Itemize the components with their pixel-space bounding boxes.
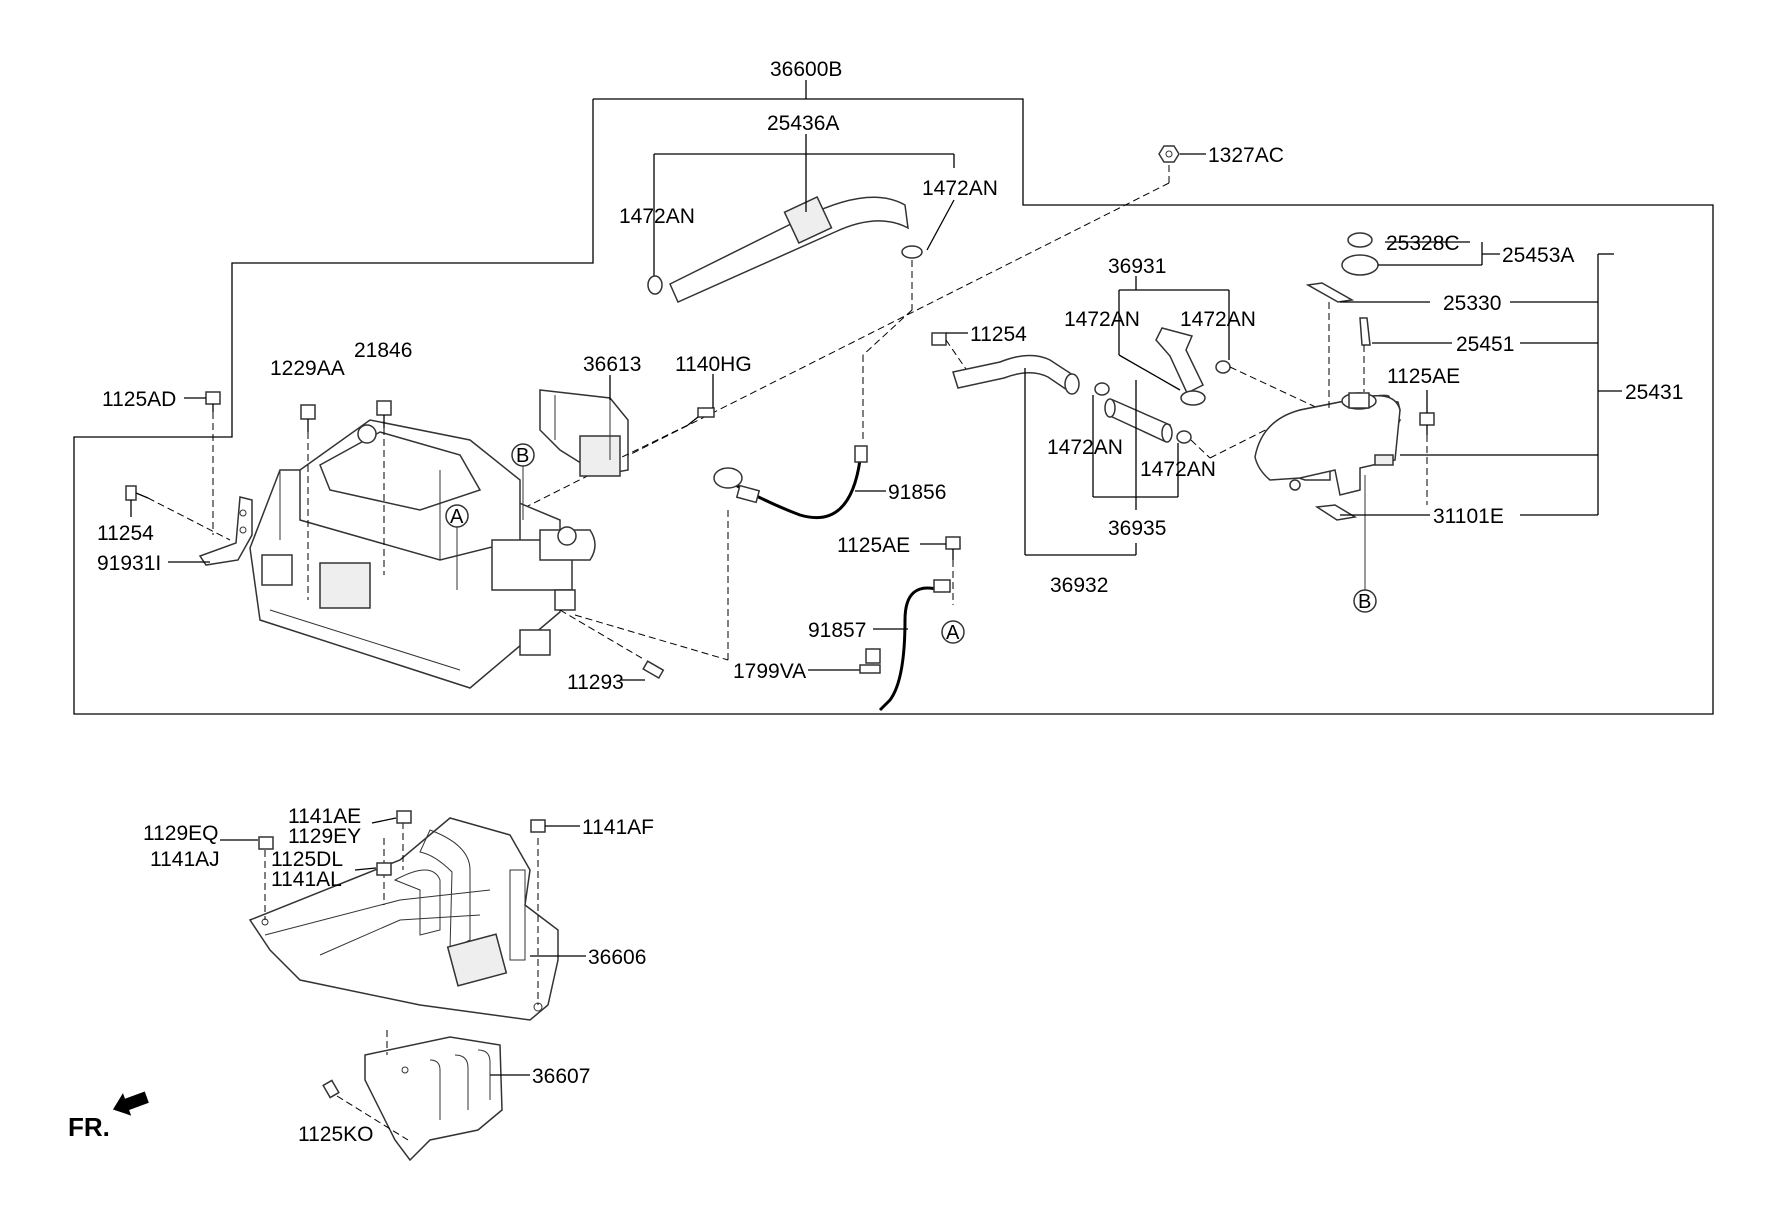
label-25330[interactable]: 25330 (1443, 292, 1501, 315)
bolt-icon (376, 862, 392, 876)
label-1141aj[interactable]: 1141AJ (150, 848, 220, 871)
label-1129eq[interactable]: 1129EQ (143, 822, 219, 845)
label-36932[interactable]: 36932 (1050, 574, 1108, 597)
label-1141ae[interactable]: 1141AE (288, 805, 361, 828)
clamp-icon (647, 245, 923, 295)
label-11293[interactable]: 11293 (567, 671, 624, 694)
label-1125ko[interactable]: 1125KO (298, 1123, 374, 1146)
bolt-icon (125, 485, 149, 501)
label-1327ac[interactable]: 1327AC (1208, 144, 1284, 167)
label-1125ad[interactable]: 1125AD (102, 388, 176, 411)
label-36600b[interactable]: 36600B (770, 58, 842, 81)
label-25436a[interactable]: 25436A (767, 112, 839, 135)
clip-icon (859, 664, 881, 674)
label-1472an-upper-left[interactable]: 1472AN (619, 205, 695, 228)
callout-a-unit: A (450, 506, 464, 528)
label-1229aa[interactable]: 1229AA (270, 357, 345, 380)
bracket-31101e[interactable] (1314, 504, 1358, 521)
cable-91857[interactable] (865, 579, 951, 712)
bolt-icon (205, 391, 221, 412)
label-1125dl[interactable]: 1125DL (271, 848, 343, 871)
label-1129ey[interactable]: 1129EY (288, 825, 361, 848)
cap-25453a[interactable] (1341, 254, 1379, 276)
assembly-boundary (73, 98, 1714, 715)
label-1140hg[interactable]: 1140HG (675, 353, 752, 376)
label-31101e[interactable]: 31101E (1433, 505, 1504, 528)
label-25453a[interactable]: 25453A (1502, 244, 1574, 267)
label-91931i[interactable]: 91931I (97, 552, 161, 575)
label-1799va[interactable]: 1799VA (733, 660, 806, 683)
callout-b-reservoir: B (1358, 591, 1371, 613)
bolt-icon (931, 332, 947, 346)
label-25328c[interactable]: 25328C (1386, 232, 1460, 255)
bolt-icon (396, 810, 412, 824)
label-11254-left[interactable]: 11254 (97, 522, 154, 545)
label-36931[interactable]: 36931 (1108, 255, 1166, 278)
bracket-36613[interactable] (539, 389, 629, 477)
callout-b-unit: B (516, 445, 529, 467)
hose-25436a[interactable] (669, 195, 909, 303)
label-1141al[interactable]: 1141AL (271, 868, 342, 891)
bolt-icon (1419, 412, 1435, 435)
bolt-icon (687, 407, 715, 426)
label-front: FR. (68, 1112, 110, 1142)
nut-icon (1158, 145, 1180, 163)
bracket-91931i[interactable] (198, 496, 253, 566)
bolt-icon (376, 400, 392, 428)
label-91857[interactable]: 91857 (808, 619, 866, 642)
label-25431[interactable]: 25431 (1625, 381, 1683, 404)
reservoir-25431[interactable] (1254, 392, 1402, 496)
bracket-36607[interactable] (364, 1036, 503, 1162)
label-36935[interactable]: 36935 (1108, 517, 1166, 540)
cap-25328c[interactable] (1347, 232, 1373, 248)
label-1472an-a[interactable]: 1472AN (1064, 308, 1140, 331)
cable-91856[interactable] (713, 445, 868, 520)
label-91856[interactable]: 91856 (888, 481, 946, 504)
hose-36932[interactable] (952, 354, 1080, 395)
label-36613[interactable]: 36613 (583, 353, 641, 376)
label-1141af[interactable]: 1141AF (582, 816, 654, 839)
bolt-icon (300, 404, 316, 432)
inverter-unit[interactable] (249, 419, 596, 689)
label-1125ae-right[interactable]: 1125AE (1387, 365, 1460, 388)
bolt-icon (642, 660, 665, 679)
front-arrow-icon (112, 1091, 149, 1116)
clamp-icon (1094, 360, 1231, 444)
bracket-36606[interactable] (248, 817, 559, 1021)
bolt-icon (530, 819, 546, 833)
label-25451[interactable]: 25451 (1456, 333, 1514, 356)
hose-36935[interactable] (1104, 398, 1173, 443)
sensor-25451[interactable] (1359, 317, 1371, 346)
label-21846[interactable]: 21846 (354, 339, 412, 362)
label-plate-25330[interactable] (1305, 282, 1355, 303)
hose-36931[interactable] (1155, 327, 1206, 406)
label-36606[interactable]: 36606 (588, 946, 646, 969)
callout-a-cable: A (946, 622, 960, 644)
label-1472an-upper-right[interactable]: 1472AN (922, 177, 998, 200)
label-11254-mid[interactable]: 11254 (970, 323, 1027, 346)
label-1472an-b[interactable]: 1472AN (1180, 308, 1256, 331)
label-36607[interactable]: 36607 (532, 1065, 590, 1088)
bolt-icon (945, 536, 961, 560)
bolt-icon (258, 836, 274, 850)
label-1125ae-mid[interactable]: 1125AE (837, 534, 910, 557)
label-1472an-c[interactable]: 1472AN (1047, 436, 1123, 459)
bolt-icon (322, 1079, 340, 1099)
